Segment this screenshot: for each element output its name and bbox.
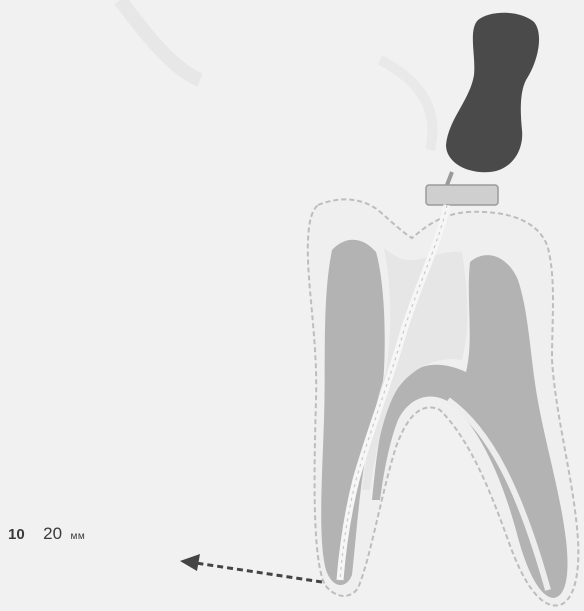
length-measurement-label: 10 20 мм [8, 524, 85, 544]
measurement-value-1: 10 [8, 526, 25, 543]
apex-arrow [180, 554, 322, 582]
background-smudges [120, 0, 433, 150]
file-shaft [447, 172, 452, 185]
tooth [308, 199, 579, 605]
file-handle [446, 13, 539, 172]
measurement-unit: мм [71, 531, 86, 542]
arrowhead [180, 554, 200, 571]
measurement-value-2: 20 [43, 524, 62, 543]
rubber-stopper [426, 185, 498, 205]
